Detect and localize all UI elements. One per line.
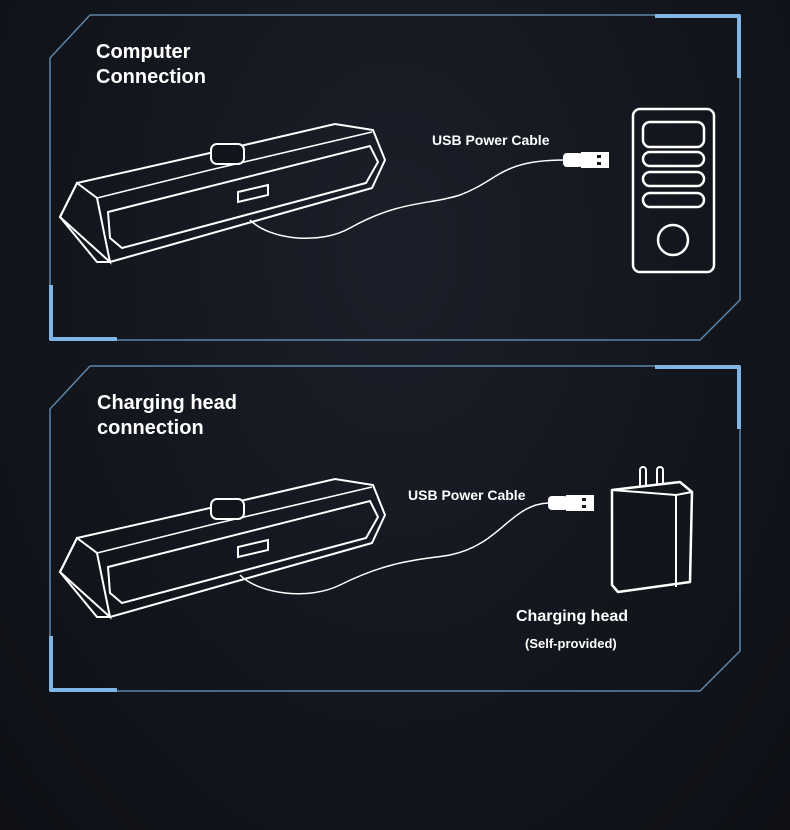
usb-plug-icon: [548, 495, 594, 511]
panel-2-frame: [49, 365, 741, 692]
charging-head-label: Charging head: [516, 608, 629, 625]
usb-cable-label: USB Power Cable: [432, 132, 550, 148]
computer-tower-icon: [631, 107, 716, 274]
title-line: connection: [97, 417, 204, 439]
panel-1-frame: [49, 14, 741, 341]
usb-cable-label: USB Power Cable: [408, 487, 526, 503]
panel-2-title: Charging head connection: [97, 391, 237, 441]
usb-plug-icon: [563, 152, 609, 168]
usb-cable: [249, 159, 566, 239]
title-line: Charging head: [97, 392, 238, 414]
self-provided-note: (Self-provided): [525, 636, 617, 651]
title-line: Computer: [96, 41, 191, 63]
speaker-bar-illustration: [59, 478, 386, 618]
panel-1-title: Computer Connection: [96, 40, 206, 90]
usb-cable: [239, 502, 549, 595]
speaker-bar-illustration: [59, 123, 386, 263]
charging-head-icon: [610, 466, 694, 594]
title-line: Connection: [96, 66, 206, 88]
